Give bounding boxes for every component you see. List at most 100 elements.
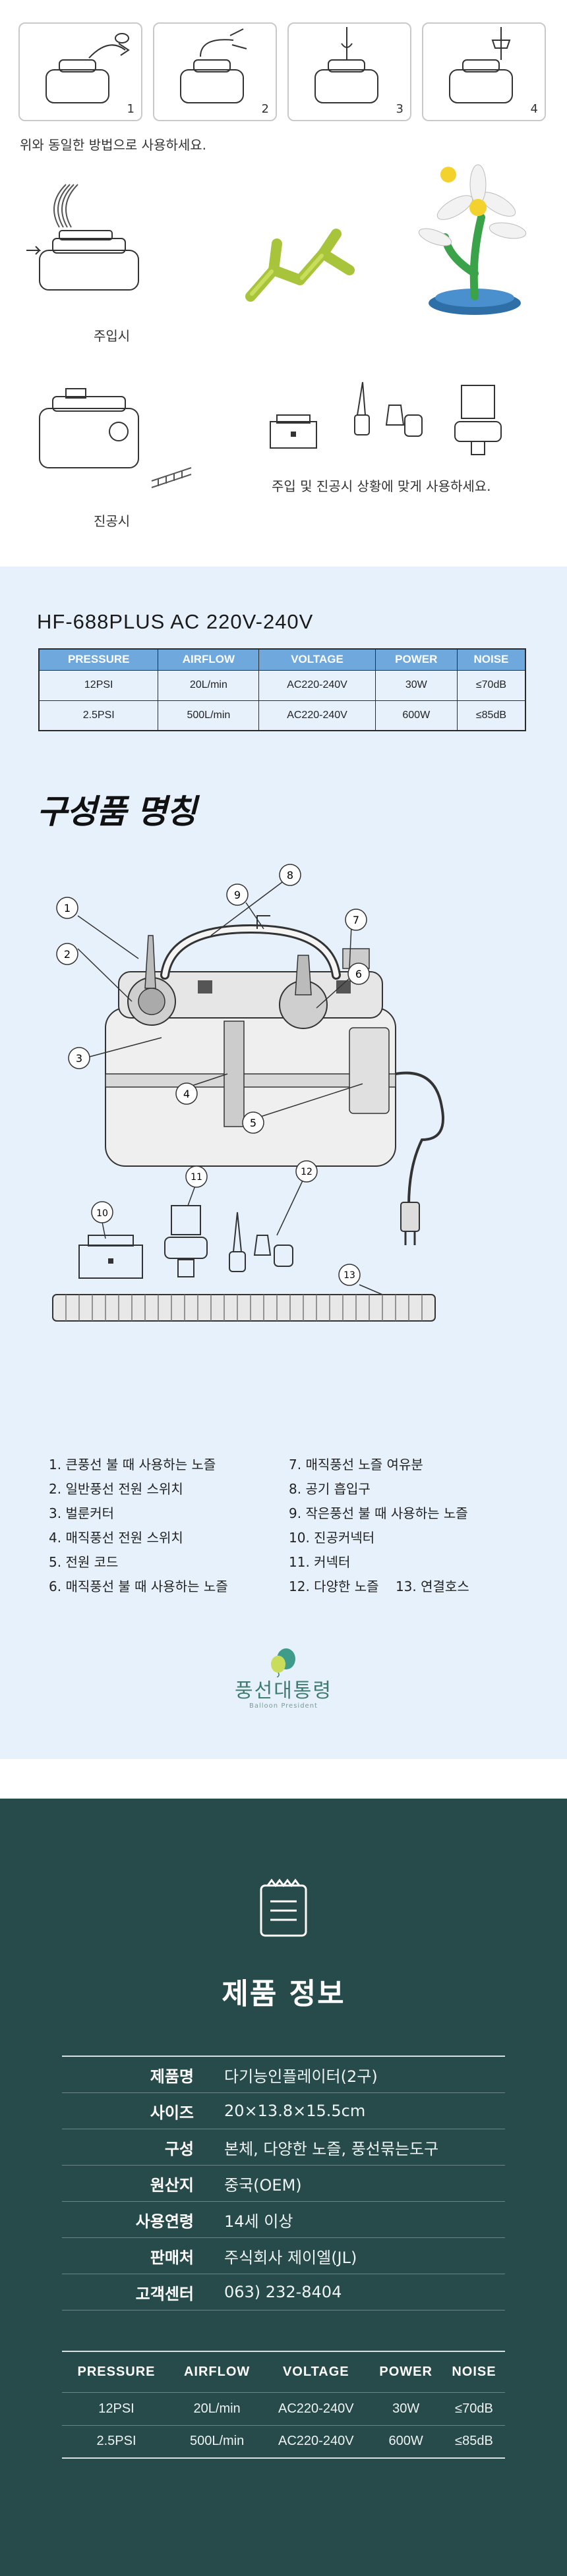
inflate-illustration: [26, 184, 139, 291]
spec-row: 12PSI 20L/min AC220-240V 30W ≤70dB: [38, 669, 526, 701]
callout-4: 4: [175, 1082, 198, 1105]
callout-3: 3: [68, 1047, 90, 1069]
info-spec-table: PRESSURE AIRFLOW VOLTAGE POWER NOISE 12P…: [62, 2351, 505, 2459]
parts-legend-item: 8. 공기 흡입구: [289, 1481, 371, 1497]
spec-header-row: PRESSURE AIRFLOW VOLTAGE POWER NOISE: [62, 2351, 505, 2393]
balloon-flower-image: [418, 164, 527, 315]
spec-header-cell: NOISE: [442, 2351, 505, 2393]
info-value: 주식회사 제이엘(JL): [224, 2248, 357, 2267]
spec-cell: 500L/min: [158, 700, 260, 731]
brand-logo: 풍선대통령 Balloon President: [0, 1647, 567, 1710]
step-number: 2: [261, 102, 269, 116]
pump-body-drawing: [105, 915, 444, 1245]
svg-text:3: 3: [76, 1052, 82, 1065]
callout-lines: [77, 880, 383, 1295]
usage-section: 1 2 3: [0, 0, 567, 567]
specs-parts-section: HF-688PLUS AC 220V-240V PRESSURE AIRFLOW…: [0, 567, 567, 1759]
step-3-image: 3: [287, 22, 411, 121]
callout-11: 11: [185, 1165, 208, 1188]
parts-legend-item: 1. 큰풍선 불 때 사용하는 노즐: [49, 1457, 216, 1472]
svg-text:9: 9: [234, 889, 241, 901]
info-label: 구성: [164, 2139, 194, 2158]
info-label: 원산지: [150, 2175, 194, 2195]
parts-legend-item: 4. 매직풍선 전원 스위치: [49, 1530, 183, 1546]
info-row: 고객센터 063) 232-8404: [62, 2274, 505, 2310]
svg-text:1: 1: [64, 902, 71, 914]
spec-header-row: PRESSURE AIRFLOW VOLTAGE POWER NOISE: [38, 648, 526, 671]
spec-cell: 600W: [388, 2434, 423, 2449]
parts-legend-item: 9. 작은풍선 불 때 사용하는 노즐: [289, 1505, 468, 1521]
callout-6: 6: [347, 963, 370, 985]
svg-text:11: 11: [191, 1172, 202, 1183]
step-number: 4: [530, 102, 538, 116]
spec-cell: 2.5PSI: [38, 700, 159, 731]
inflate-label: 주입시: [94, 328, 131, 344]
svg-text:12: 12: [301, 1167, 313, 1177]
callout-9: 9: [226, 883, 249, 906]
svg-text:7: 7: [353, 914, 359, 926]
spec-cell: 30W: [369, 2392, 443, 2426]
document-icon: [260, 1878, 307, 1937]
spec-cell: 30W: [374, 669, 458, 701]
spec-cell: 600W: [374, 700, 458, 731]
vacuum-label: 진공시: [94, 513, 131, 529]
parts-title: 구성품 명칭: [37, 793, 196, 831]
spec-header-cell: AIRFLOW: [171, 2351, 264, 2393]
info-value: 20×13.8×15.5cm: [224, 2102, 366, 2120]
spec-cell: 2.5PSI: [96, 2434, 136, 2449]
spec-cell: AC220-240V: [258, 700, 376, 731]
nozzle-note: 주입 및 진공시 상황에 맞게 사용하세요.: [272, 478, 491, 494]
parts-legend-item: 2. 일반풍선 전원 스위치: [49, 1481, 183, 1497]
info-value: 063) 232-8404: [224, 2283, 342, 2301]
spec-cell: ≤70dB: [442, 2392, 505, 2426]
brand-name: 풍선대통령: [235, 1679, 332, 1702]
svg-text:5: 5: [250, 1117, 256, 1129]
svg-text:8: 8: [287, 869, 293, 882]
spec-row: 12PSI 20L/min AC220-240V 30W ≤70dB: [62, 2392, 505, 2426]
callout-10: 10: [91, 1201, 113, 1223]
spec-row: 2.5PSI 500L/min AC220-240V 600W ≤85dB: [62, 2425, 505, 2458]
parts-legend-item: 6. 매직풍선 불 때 사용하는 노즐: [49, 1579, 228, 1594]
info-label: 제품명: [150, 2067, 194, 2086]
spec-row: 2.5PSI 500L/min AC220-240V 600W ≤85dB: [38, 700, 526, 731]
spec-header-cell: VOLTAGE: [263, 2351, 369, 2393]
spec-cell: 12PSI: [38, 669, 159, 701]
callout-5: 5: [242, 1111, 264, 1134]
parts-legend-item: 3. 벌룬커터: [49, 1505, 115, 1521]
info-label: 고객센터: [135, 2284, 194, 2303]
balloon-dog-image: [245, 229, 355, 302]
balloon-logo-icon: [271, 1648, 295, 1678]
step-2-image: 2: [153, 22, 277, 121]
parts-legend-item: 7. 매직풍선 노즐 여유분: [289, 1457, 423, 1472]
spec-header-cell: VOLTAGE: [258, 648, 376, 671]
step-1-image: 1: [18, 22, 142, 121]
info-row: 사이즈 20×13.8×15.5cm: [62, 2093, 505, 2129]
parts-legend-item: 10. 진공커넥터: [289, 1530, 375, 1546]
info-value: 14세 이상: [224, 2212, 293, 2231]
spec-cell: ≤85dB: [456, 700, 526, 731]
step-number: 1: [127, 102, 134, 116]
callout-8: 8: [279, 864, 301, 886]
callout-7: 7: [345, 909, 367, 931]
svg-text:10: 10: [96, 1208, 108, 1219]
info-label: 사이즈: [150, 2103, 194, 2122]
callout-1: 1: [56, 897, 78, 919]
spec-cell: 20L/min: [158, 669, 260, 701]
spec-header-cell: PRESSURE: [38, 648, 159, 671]
parts-legend-right: 7. 매직풍선 노즐 여유분 8. 공기 흡입구 9. 작은풍선 불 때 사용하…: [289, 1453, 526, 1599]
parts-legend-item: 11. 커넥터: [289, 1554, 351, 1570]
nozzle-set-illustration: [270, 381, 502, 455]
step-images: 1 2 3: [18, 22, 546, 121]
spec-cell: ≤85dB: [455, 2434, 493, 2449]
svg-text:4: 4: [183, 1088, 190, 1100]
parts-legend-left: 1. 큰풍선 불 때 사용하는 노즐 2. 일반풍선 전원 스위치 3. 벌룬커…: [49, 1453, 286, 1599]
spec-header-cell: AIRFLOW: [158, 648, 260, 671]
spec-header-cell: POWER: [374, 648, 458, 671]
parts-legend-item: 12. 다양한 노즐 13. 연결호스: [289, 1579, 469, 1594]
svg-text:6: 6: [355, 968, 362, 980]
